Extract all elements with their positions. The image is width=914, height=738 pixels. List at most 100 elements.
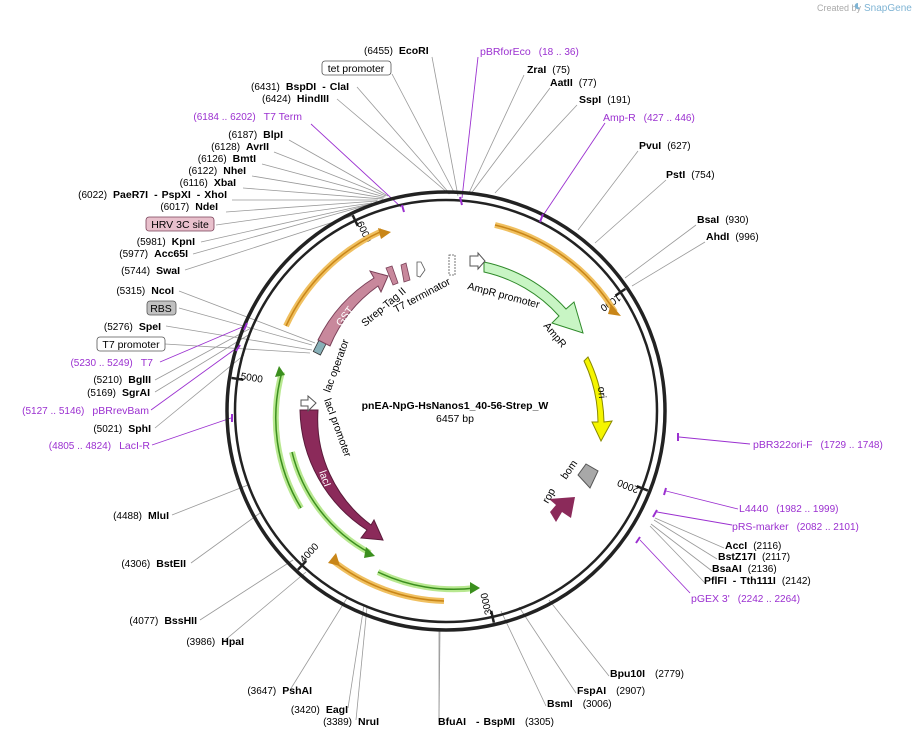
left-enzyme-labels: (6431)BspDI-ClaI (6424)HindIII (6187)Blp…	[78, 81, 379, 728]
svg-text:BsaI(930): BsaI(930)	[697, 214, 749, 226]
svg-text:AatII(77): AatII(77)	[550, 77, 597, 89]
svg-text:pBR322ori-F(1729 .. 1748): pBR322ori-F(1729 .. 1748)	[753, 439, 883, 451]
boxed-label-hrv-3c-site: HRV 3C site	[151, 219, 209, 231]
tick-mark	[614, 287, 627, 297]
primer-labels: pBRforEco(18 .. 36) Amp-R(427 .. 446) pB…	[22, 46, 883, 605]
svg-text:Amp-R(427 .. 446): Amp-R(427 .. 446)	[603, 112, 695, 124]
boxed-labels: tet promoter HRV 3C site RBS T7 promoter	[96, 60, 392, 352]
svg-text:(5127 .. 5146)pBRrevBam: (5127 .. 5146)pBRrevBam	[22, 405, 149, 417]
orange-arc-laci	[330, 557, 445, 604]
boxed-label-t7-promoter: T7 promoter	[102, 339, 160, 351]
orange-arcs	[283, 222, 621, 604]
svg-text:PvuI(627): PvuI(627)	[639, 140, 691, 152]
svg-text:(6128)AvrII: (6128)AvrII	[211, 141, 269, 153]
t7-term-site	[448, 254, 456, 276]
green-arc-1	[272, 371, 304, 510]
boxed-label-rbs: RBS	[150, 303, 172, 315]
gst-arrow	[317, 270, 389, 347]
green-arc-2	[289, 451, 372, 556]
right-enzyme-labels: (6455)EcoRI ZraI(75) AatII(77) SspI(191)…	[364, 45, 811, 728]
tick-mark	[351, 214, 359, 227]
svg-text:pGEX 3'(2242 .. 2264): pGEX 3'(2242 .. 2264)	[691, 593, 800, 605]
boxed-label-tet-promoter: tet promoter	[328, 63, 385, 75]
feature-label-laci-promoter: lacI promoter	[321, 397, 353, 459]
rop-arrow	[549, 497, 575, 522]
svg-text:(4805 .. 4824)LacI-R: (4805 .. 4824)LacI-R	[49, 440, 151, 452]
primer-leader-lines	[150, 56, 751, 594]
tick-label: 3000	[479, 591, 495, 616]
svg-text:(3389)NruI: (3389)NruI	[323, 716, 379, 728]
green-arcs	[272, 366, 480, 594]
backbone	[225, 190, 667, 632]
svg-text:(3420)EagI: (3420)EagI	[291, 704, 348, 716]
bom-box	[577, 463, 599, 489]
svg-text:(6126)BmtI: (6126)BmtI	[198, 153, 256, 165]
svg-text:BsaAI(2136): BsaAI(2136)	[712, 563, 777, 575]
leader-lines	[154, 56, 725, 723]
svg-text:AhdI(996): AhdI(996)	[706, 231, 759, 243]
tick-mark	[231, 376, 244, 381]
svg-text:AccI(2116): AccI(2116)	[725, 540, 781, 552]
svg-text:pRS-marker(2082 .. 2101): pRS-marker(2082 .. 2101)	[732, 521, 859, 533]
plasmid-name: pnEA-NpG-HsNanos1_40-56-Strep_W	[362, 400, 549, 412]
svg-text:PstI(754): PstI(754)	[666, 169, 715, 181]
features	[299, 251, 613, 541]
svg-text:(6431)BspDI-ClaI: (6431)BspDI-ClaI	[251, 81, 349, 93]
tick-label: 4000	[298, 541, 322, 565]
tick-mark	[636, 484, 649, 492]
svg-text:Bpu10I(2779): Bpu10I(2779)	[610, 668, 684, 680]
svg-text:(4077)BssHII: (4077)BssHII	[129, 615, 197, 627]
snapgene-credit: Created by SnapGene	[817, 2, 912, 14]
svg-text:(5169)SgrAI: (5169)SgrAI	[87, 387, 150, 399]
backbone-outer-ring	[225, 190, 667, 632]
ampR-arrow	[483, 261, 584, 334]
plasmid-size: 6457 bp	[436, 413, 474, 425]
svg-text:(4488)MluI: (4488)MluI	[113, 510, 169, 522]
svg-text:(5315)NcoI: (5315)NcoI	[116, 285, 174, 297]
svg-text:(5977)Acc65I: (5977)Acc65I	[119, 248, 188, 260]
svg-text:(5021)SphI: (5021)SphI	[93, 423, 151, 435]
ori-arrow	[583, 356, 613, 443]
feature-label-laci: lacI	[316, 469, 333, 488]
svg-text:(6022)PaeR7I-PspXI-XhoI: (6022)PaeR7I-PspXI-XhoI	[78, 189, 227, 201]
backbone-inner-ring	[233, 198, 659, 624]
svg-text:BstZ17I(2117): BstZ17I(2117)	[718, 551, 790, 563]
tick-label: 5000	[240, 371, 264, 385]
snapgene-logo-icon	[854, 2, 860, 9]
feature-label-ori: ori	[595, 386, 608, 399]
svg-text:SspI(191): SspI(191)	[579, 94, 631, 106]
feature-label-bom: bom	[559, 458, 581, 482]
hrv-3c-feature	[385, 265, 399, 286]
svg-text:L4440(1982 .. 1999): L4440(1982 .. 1999)	[739, 503, 838, 515]
svg-text:(6184 .. 6202)T7 Term: (6184 .. 6202)T7 Term	[193, 111, 302, 123]
tick-mark	[489, 610, 496, 623]
svg-text:(5744)SwaI: (5744)SwaI	[121, 265, 180, 277]
svg-text:(4306)BstEII: (4306)BstEII	[121, 558, 186, 570]
svg-text:BsmI(3006): BsmI(3006)	[547, 698, 612, 710]
svg-text:ZraI(75): ZraI(75)	[527, 64, 570, 76]
svg-text:(5981)KpnI: (5981)KpnI	[137, 236, 195, 248]
strep-tag-feature	[400, 262, 411, 283]
svg-text:(6122)NheI: (6122)NheI	[188, 165, 246, 177]
svg-text:(6455)EcoRI: (6455)EcoRI	[364, 45, 429, 57]
svg-text:FspAI(2907): FspAI(2907)	[577, 685, 645, 697]
svg-text:(6116)XbaI: (6116)XbaI	[180, 177, 236, 189]
svg-text:(6424)HindIII: (6424)HindIII	[262, 93, 329, 105]
plasmid-title: pnEA-NpG-HsNanos1_40-56-Strep_W 6457 bp	[362, 400, 549, 425]
tick-label: 2000	[616, 476, 641, 495]
laci-arrow	[299, 409, 384, 541]
credit-text: Created by	[817, 3, 862, 13]
svg-text:(5210)BglII: (5210)BglII	[93, 374, 151, 386]
svg-text:pBRforEco(18 .. 36): pBRforEco(18 .. 36)	[480, 46, 579, 58]
svg-text:PflFI-Tth111I(2142): PflFI-Tth111I(2142)	[704, 575, 811, 587]
svg-text:(5230 .. 5249)T7: (5230 .. 5249)T7	[70, 357, 153, 369]
laci-promoter-arrow	[300, 394, 317, 413]
svg-text:(3647)PshAI: (3647)PshAI	[247, 685, 312, 697]
tick-mark	[297, 560, 308, 571]
credit-brand: SnapGene	[864, 3, 912, 14]
svg-text:(5276)SpeI: (5276)SpeI	[104, 321, 161, 333]
svg-text:(6187)BlpI: (6187)BlpI	[228, 129, 283, 141]
feature-label-lac-operator: lac operator	[322, 337, 352, 394]
ampR-promoter-arrow	[469, 251, 486, 271]
svg-text:(6017)NdeI: (6017)NdeI	[160, 201, 218, 213]
